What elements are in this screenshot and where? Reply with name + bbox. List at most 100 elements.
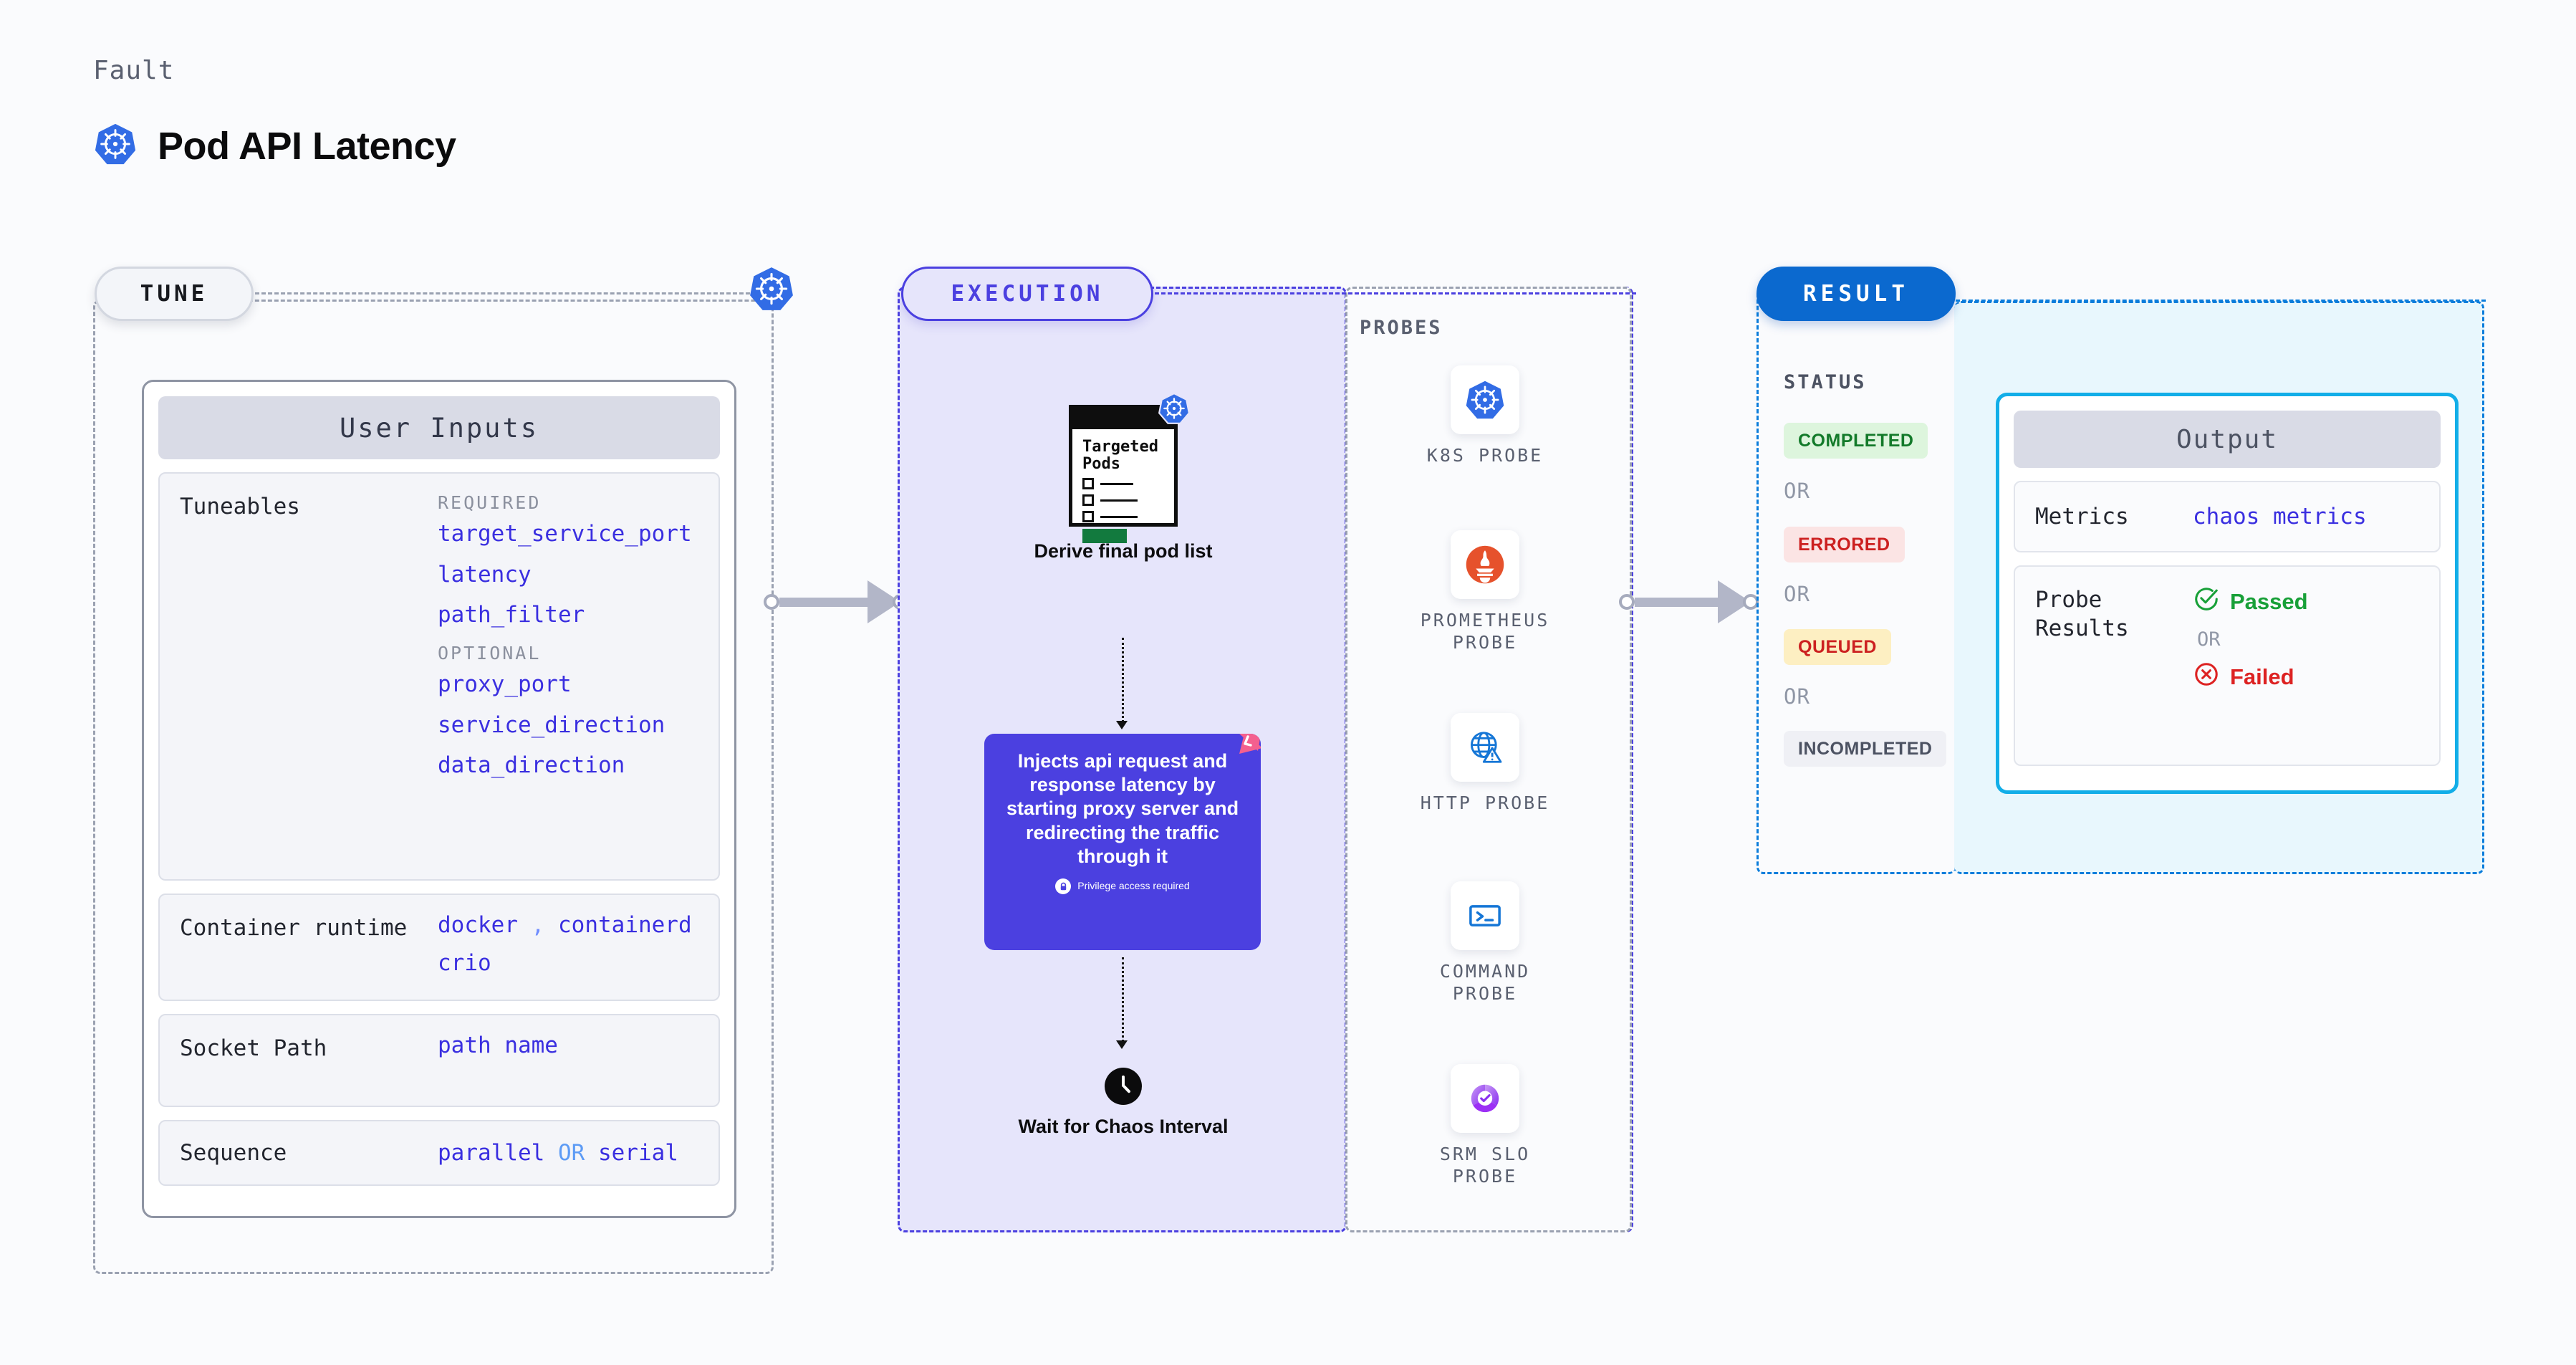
sequence-row: Sequence parallel OR serial: [158, 1120, 720, 1186]
probe-item-srm-slo[interactable]: SRM SLO PROBE: [1410, 1064, 1560, 1188]
runtime-docker[interactable]: docker: [438, 912, 518, 938]
clock-hour-hand: [1122, 1076, 1125, 1087]
status-badge-completed: COMPLETED: [1784, 423, 1928, 459]
sequence-key: Sequence: [180, 1139, 287, 1166]
probe-result-passed: Passed: [2193, 585, 2308, 618]
tune-top-dashed-line: [255, 292, 756, 294]
flow-connector-dotted: [1122, 638, 1124, 722]
connector-execution-to-result: [1619, 580, 1759, 623]
sequence-values: parallel OR serial: [438, 1141, 678, 1165]
flow-connector-dotted: [1122, 957, 1124, 1042]
result-top-dashed-line: [1956, 300, 2486, 302]
output-title: Output: [2014, 411, 2441, 468]
probe-label: K8S PROBE: [1426, 445, 1544, 466]
container-runtime-row: Container runtime docker , containerd cr…: [158, 894, 720, 1001]
metrics-key: Metrics: [2035, 503, 2129, 530]
prometheus-icon: [1451, 530, 1519, 599]
probe-result-or: OR: [2197, 628, 2221, 651]
terminal-icon: [1451, 881, 1519, 950]
pod-list-item: [1082, 478, 1166, 490]
sequence-parallel[interactable]: parallel: [438, 1139, 545, 1166]
privilege-note-text: Privilege access required: [1077, 880, 1190, 892]
probe-results-row: Probe Results Passed OR: [2014, 565, 2441, 766]
pod-list-item: [1082, 511, 1166, 523]
probe-item-http[interactable]: HTTP PROBE: [1410, 713, 1560, 814]
pod-name-placeholder: [1100, 482, 1133, 485]
user-inputs-card: User Inputs Tuneables REQUIRED target_se…: [142, 380, 736, 1218]
page-title-row: Pod API Latency: [93, 122, 456, 170]
inject-latency-card: Injects api request and response latency…: [984, 734, 1261, 950]
connector-tune-to-execution: [764, 580, 908, 623]
status-or-2: OR: [1784, 582, 1810, 606]
tuneables-key: Tuneables: [180, 494, 300, 519]
socket-path-row: Socket Path path name: [158, 1014, 720, 1107]
pod-list-item: [1082, 494, 1166, 507]
status-badge-incompleted: INCOMPLETED: [1784, 731, 1947, 767]
inject-latency-text: Injects api request and response latency…: [1006, 750, 1239, 867]
tuneable-data-direction[interactable]: data_direction: [438, 752, 625, 779]
checkbox-icon: [1082, 511, 1094, 523]
passed-label: Passed: [2230, 589, 2308, 614]
globe-warning-icon: [1451, 713, 1519, 782]
probe-label: PROMETHEUS PROBE: [1420, 610, 1550, 653]
probe-label: HTTP PROBE: [1420, 792, 1550, 813]
flow-arrow-icon: [1116, 1040, 1128, 1049]
probe-item-k8s[interactable]: K8S PROBE: [1410, 365, 1560, 466]
tuneable-service-direction[interactable]: service_direction: [438, 712, 665, 738]
wait-for-chaos-interval-node: Wait for Chaos Interval: [1009, 1068, 1238, 1139]
probe-item-command[interactable]: COMMAND PROBE: [1410, 881, 1560, 1005]
probe-results-values: Passed OR Failed: [2193, 585, 2308, 746]
result-pill[interactable]: RESULT: [1756, 267, 1956, 321]
metrics-row: Metrics chaos metrics: [2014, 481, 2441, 552]
litmus-chaos-icon: [1226, 734, 1261, 764]
socket-path-value[interactable]: path name: [438, 1033, 558, 1058]
status-title: STATUS: [1784, 371, 1867, 393]
clock-minute-hand: [1122, 1084, 1131, 1094]
runtime-containerd[interactable]: containerd: [558, 912, 692, 938]
kubernetes-icon: [748, 265, 795, 316]
execution-pill[interactable]: EXECUTION: [901, 267, 1153, 321]
socket-path-key: Socket Path: [180, 1035, 327, 1061]
probe-item-prometheus[interactable]: PROMETHEUS PROBE: [1410, 530, 1560, 654]
probe-label: SRM SLO PROBE: [1439, 1144, 1531, 1187]
tuneable-latency[interactable]: latency: [438, 561, 532, 588]
wait-for-chaos-interval-label: Wait for Chaos Interval: [1018, 1116, 1229, 1137]
privilege-note: Privilege access required: [997, 878, 1248, 895]
connector-bar: [779, 597, 869, 607]
runtime-crio[interactable]: crio: [438, 949, 491, 976]
status-or-1: OR: [1784, 479, 1810, 503]
probes-title: PROBES: [1360, 317, 1443, 339]
connector-start-dot: [764, 594, 779, 610]
tune-pill[interactable]: TUNE: [95, 267, 254, 321]
derive-pod-list-label: Derive final pod list: [1034, 540, 1213, 562]
connector-start-dot: [1619, 594, 1635, 610]
tuneable-path-filter[interactable]: path_filter: [438, 602, 585, 628]
tuneable-target-service-port[interactable]: target_service_port: [438, 521, 692, 547]
container-runtime-key: Container runtime: [180, 915, 408, 941]
container-runtime-values: docker , containerd crio: [438, 914, 692, 981]
tune-section-frame: [93, 300, 774, 1274]
execution-top-dashed-line: [1155, 292, 1636, 294]
probe-results-key: Probe Results: [2035, 587, 2129, 642]
status-or-3: OR: [1784, 684, 1810, 709]
tuneables-row: Tuneables REQUIRED target_service_port l…: [158, 472, 720, 881]
kubernetes-icon: [93, 122, 138, 170]
pod-name-placeholder: [1100, 499, 1138, 502]
status-badge-errored: ERRORED: [1784, 527, 1905, 562]
progress-bar: [1082, 529, 1127, 544]
failed-label: Failed: [2230, 664, 2294, 689]
optional-group-label: OPTIONAL: [438, 642, 542, 664]
page-title: Pod API Latency: [158, 124, 456, 168]
srm-slo-icon: [1451, 1064, 1519, 1133]
probe-label: COMMAND PROBE: [1439, 961, 1531, 1005]
metrics-value[interactable]: chaos metrics: [2193, 504, 2367, 530]
output-card: Output Metrics chaos metrics Probe Resul…: [1996, 393, 2459, 794]
required-group-label: REQUIRED: [438, 492, 542, 513]
tuneables-values: REQUIRED target_service_port latency pat…: [438, 492, 692, 861]
sequence-serial[interactable]: serial: [597, 1139, 678, 1166]
tuneable-proxy-port[interactable]: proxy_port: [438, 671, 572, 698]
pod-name-placeholder: [1100, 515, 1138, 518]
check-circle-icon: [2193, 585, 2220, 618]
